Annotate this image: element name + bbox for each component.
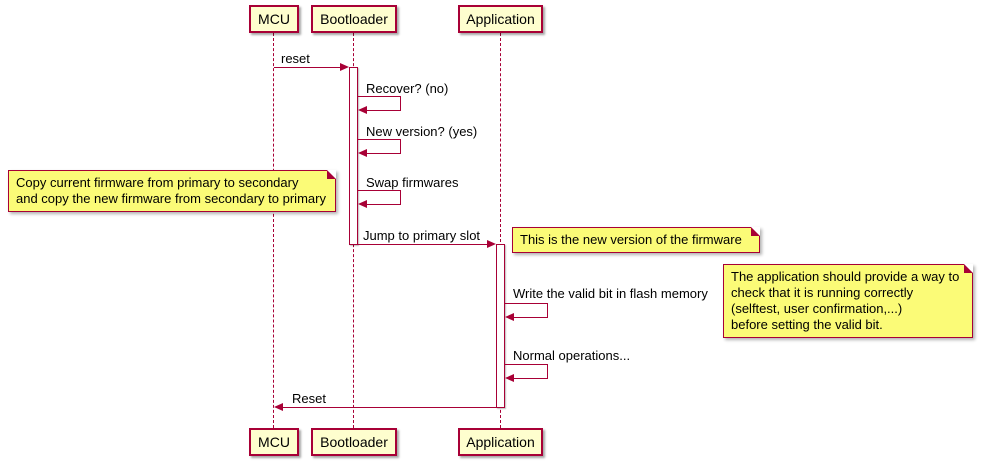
message-recover-arrowhead-icon [358,106,367,114]
message-new-version-line-top [358,139,401,140]
message-new-version-arrowhead-icon [358,149,367,157]
message-write-valid-bit-arrowhead-icon [505,313,514,321]
note-swap-firmware: Copy current firmware from primary to se… [8,170,336,212]
message-swap-firmwares-line-side [400,190,401,205]
note-fold-icon [964,264,973,273]
message-normal-operations-line-bottom [514,378,548,379]
message-reset-return-line [283,407,496,408]
message-reset-label: reset [281,51,310,66]
note-new-version: This is the new version of the firmware [512,227,760,253]
message-reset-return-label: Reset [292,391,326,406]
note-fold-icon [751,227,760,236]
message-jump-primary-arrowhead-icon [487,240,496,248]
message-normal-operations-arrowhead-icon [505,374,514,382]
note-fold-icon [327,170,336,179]
participant-bootloader-top: Bootloader [311,5,397,33]
note-swap-firmware-text: Copy current firmware from primary to se… [16,175,326,206]
participant-bootloader-bottom: Bootloader [311,428,397,456]
lifeline-application [500,33,501,428]
lifeline-mcu [273,33,274,428]
message-swap-firmwares-label: Swap firmwares [366,175,459,190]
message-recover-label: Recover? (no) [366,81,449,96]
message-recover-line-top [358,96,401,97]
message-swap-firmwares-line-top [358,190,401,191]
message-jump-primary-label: Jump to primary slot [363,228,481,243]
message-reset-line [274,67,340,68]
message-recover-line-bottom [367,110,401,111]
message-write-valid-bit-label: Write the valid bit in flash memory [513,286,708,301]
participant-application-bottom: Application [458,428,543,456]
participant-application-top: Application [458,5,543,33]
message-swap-firmwares-line-bottom [367,204,401,205]
participant-mcu-top: MCU [249,5,299,33]
message-new-version-line-bottom [367,153,401,154]
message-normal-operations-line-top [505,364,548,365]
message-new-version-label: New version? (yes) [366,124,478,139]
message-normal-operations-line-side [547,364,548,379]
message-write-valid-bit-line-side [547,303,548,318]
participant-mcu-bottom: MCU [249,428,299,456]
note-valid-bit-text: The application should provide a way to … [731,269,960,332]
message-reset-return-arrowhead-icon [274,403,283,411]
activation-bar-application [496,244,505,408]
message-jump-primary-line [358,244,487,245]
message-write-valid-bit-line-bottom [514,317,548,318]
message-new-version-line-side [400,139,401,154]
note-valid-bit: The application should provide a way to … [723,264,973,338]
message-write-valid-bit-line-top [505,303,548,304]
message-reset-arrowhead-icon [340,63,349,71]
activation-bar-bootloader [349,67,358,245]
message-swap-firmwares-arrowhead-icon [358,200,367,208]
note-new-version-text: This is the new version of the firmware [520,232,742,247]
message-recover-line-side [400,96,401,111]
message-normal-operations-label: Normal operations... [513,348,631,363]
